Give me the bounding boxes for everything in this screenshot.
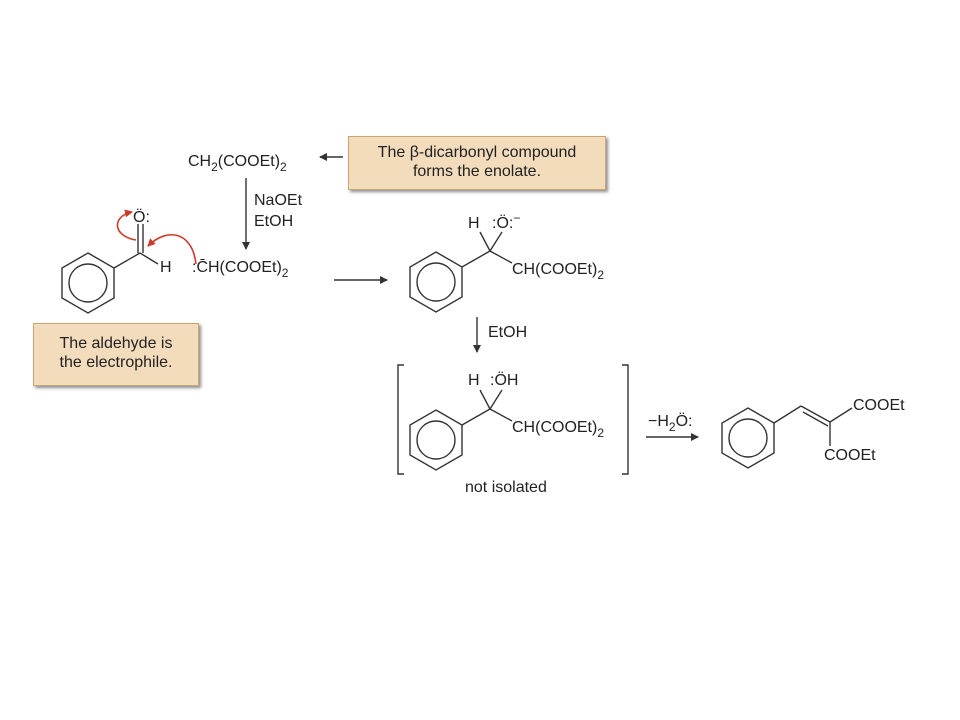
enolate-callout: The β-dicarbonyl compound forms the enol… (348, 136, 606, 190)
base-reagent-line1: NaOEt (254, 192, 303, 209)
curved-arrow-pi-bond (116, 209, 137, 241)
not-isolated-label: not isolated (465, 479, 547, 496)
aldehyde-callout-line2: the electrophile. (59, 354, 173, 371)
malonate-formula: CH2(COOEt)2 (188, 153, 287, 174)
ester-top: COOEt (853, 397, 905, 414)
aldehyde-oxygen: Ö: (133, 208, 150, 226)
base-reagent-line2: EtOH (254, 213, 293, 230)
alcohol-intermediate: H :ÖH CH(COOEt)2 (409, 371, 604, 471)
enolate-callout-line2: forms the enolate. (412, 163, 542, 180)
alcohol-hydroxyl: :ÖH (490, 371, 518, 389)
ester-bottom: COOEt (824, 447, 876, 464)
aldehyde-callout-line1: The aldehyde is (59, 335, 173, 352)
enolate-formula: :C̄H(COOEt)2 (192, 259, 289, 280)
alkoxide-intermediate: H :Ö:− CH(COOEt)2 (409, 211, 604, 313)
benzaldehyde-structure: Ö: H (61, 208, 172, 314)
product-structure: COOEt COOEt (721, 397, 905, 469)
alkoxide-malonyl: CH(COOEt)2 (512, 261, 604, 282)
aldehyde-hydrogen: H (160, 259, 172, 276)
alkoxide-hydrogen: H (468, 215, 480, 232)
alkoxide-oxygen: :Ö:− (492, 211, 520, 232)
enolate-callout-line1: The β-dicarbonyl compound (377, 144, 577, 161)
left-bracket (397, 364, 404, 475)
dehydration-label: −H2Ö: (648, 412, 692, 434)
protonation-reagent: EtOH (488, 324, 527, 341)
alcohol-hydrogen: H (468, 372, 480, 389)
aldehyde-callout: The aldehyde is the electrophile. (33, 323, 199, 386)
right-bracket (622, 364, 629, 475)
alcohol-malonyl: CH(COOEt)2 (512, 419, 604, 440)
curved-arrow-nucleophile (147, 233, 197, 265)
